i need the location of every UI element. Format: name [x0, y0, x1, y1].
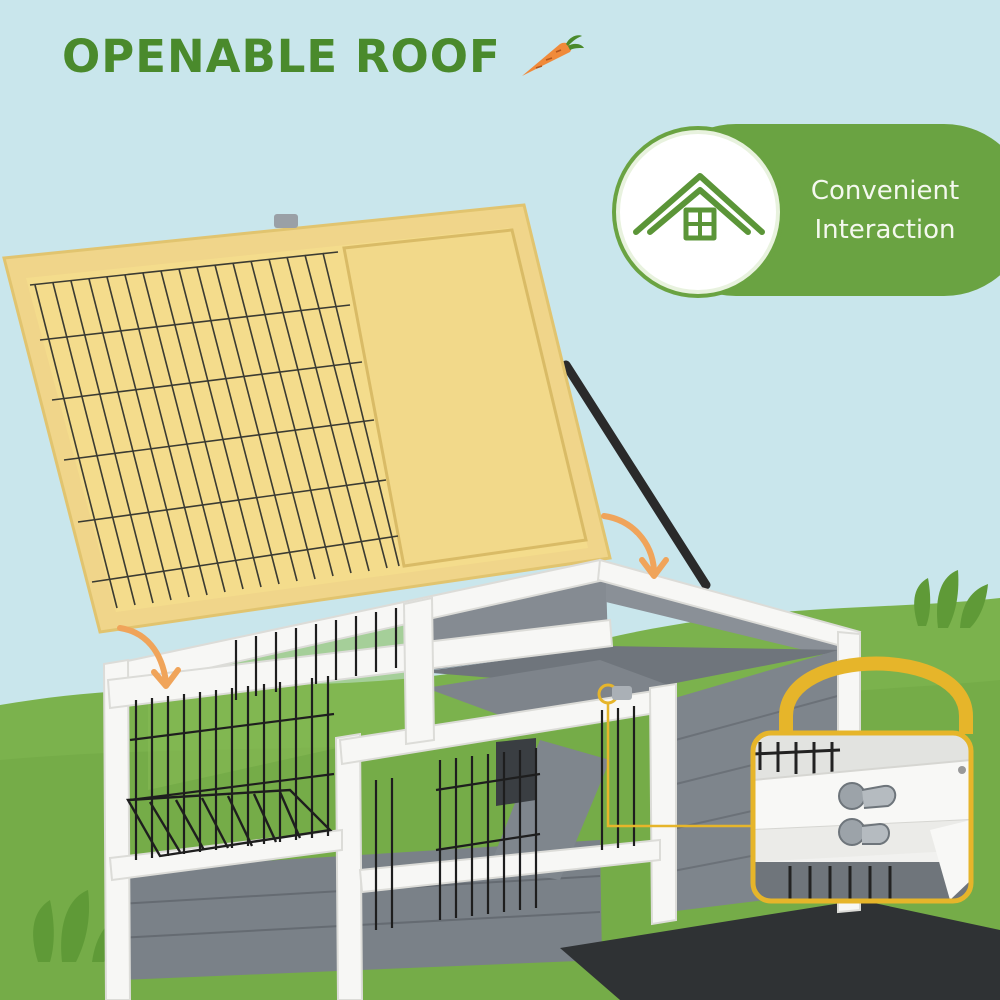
front-wire-mesh — [129, 608, 636, 930]
feature-label: Convenient Interaction — [790, 172, 980, 250]
house-roof-icon — [633, 173, 765, 241]
nesting-box-top — [426, 660, 676, 716]
latch-hardware — [612, 686, 632, 700]
direction-arrows — [117, 513, 669, 689]
inset-frame — [750, 730, 974, 904]
roof-latch — [274, 214, 298, 228]
latch-hook — [838, 782, 897, 846]
roof-wire-mesh — [29, 251, 400, 609]
hutch-door-opening — [496, 738, 536, 806]
page-title: OPENABLE ROOF — [62, 30, 501, 83]
feature-label-line1: Convenient — [810, 176, 960, 206]
roof-support-strut — [561, 360, 711, 590]
grass-tuft-right — [914, 570, 988, 628]
pull-out-tray — [560, 900, 1000, 1000]
roof-solid-section — [342, 228, 588, 568]
callout-line — [606, 703, 753, 828]
feature-label-line2: Interaction — [814, 215, 956, 245]
inset-handle-arc — [779, 656, 973, 734]
hay-feeder — [126, 788, 333, 858]
latch-closeup-inset — [753, 733, 971, 901]
carrot-icon — [522, 35, 584, 76]
hutch-white-frame — [102, 558, 862, 1000]
